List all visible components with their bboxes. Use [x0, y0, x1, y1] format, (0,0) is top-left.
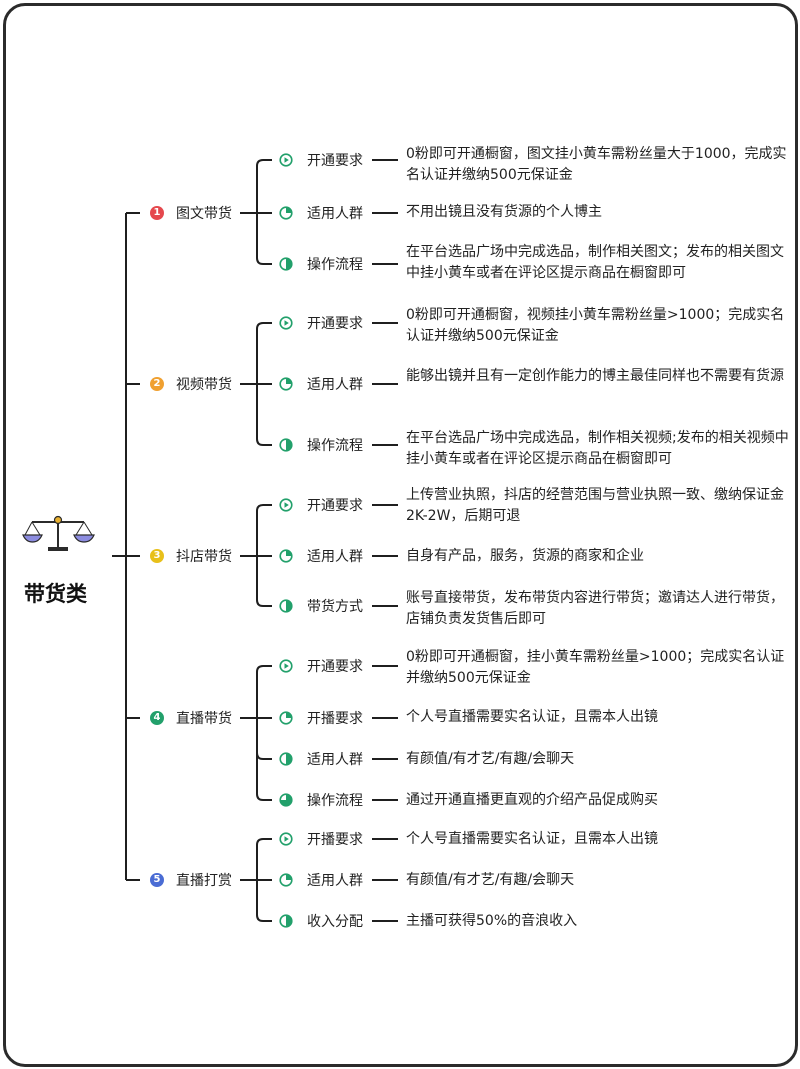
leaf-label: 开通要求 — [307, 659, 363, 675]
leaf-label: 带货方式 — [307, 599, 363, 615]
branch-node: 1 图文带货 — [150, 201, 232, 225]
leaf-label: 操作流程 — [307, 438, 363, 454]
leaf-label: 适用人群 — [307, 206, 363, 222]
branch-label: 直播带货 — [176, 711, 232, 727]
number-badge: 2 — [150, 377, 164, 391]
leaf-node: 收入分配 — [279, 909, 363, 933]
half-pie-icon — [279, 599, 293, 613]
leaf-node: 适用人群 — [279, 868, 363, 892]
leaf-node: 开播要求 — [279, 706, 363, 730]
play-circle-icon — [279, 832, 293, 846]
leaf-description: 通过开通直播更直观的介绍产品促成购买 — [406, 792, 658, 808]
leaf-node: 开通要求 — [279, 311, 363, 335]
leaf-label: 适用人群 — [307, 752, 363, 768]
leaf-description: 自身有产品，服务，货源的商家和企业 — [406, 548, 644, 564]
leaf-node: 适用人群 — [279, 747, 363, 771]
half-pie-icon — [279, 257, 293, 271]
play-circle-icon — [279, 659, 293, 673]
leaf-label: 开播要求 — [307, 711, 363, 727]
half-pie-icon — [279, 752, 293, 766]
leaf-node: 带货方式 — [279, 594, 363, 618]
leaf-label: 适用人群 — [307, 873, 363, 889]
leaf-description: 不用出镜且没有货源的个人博主 — [406, 204, 602, 220]
half-pie-icon — [279, 914, 293, 928]
leaf-label: 适用人群 — [307, 549, 363, 565]
branch-label: 视频带货 — [176, 377, 232, 393]
leaf-description: 能够出镜并且有一定创作能力的博主最佳同样也不需要有货源 — [406, 368, 784, 384]
quarter-pie-icon — [279, 377, 293, 391]
branch-label: 抖店带货 — [176, 549, 232, 565]
leaf-description: 个人号直播需要实名认证，且需本人出镜 — [406, 709, 658, 725]
play-circle-icon — [279, 498, 293, 512]
root-title: 带货类 — [24, 582, 87, 606]
leaf-node: 开通要求 — [279, 148, 363, 172]
leaf-node: 操作流程 — [279, 252, 363, 276]
branch-node: 2 视频带货 — [150, 372, 232, 396]
leaf-description: 0粉即可开通橱窗，图文挂小黄车需粉丝量大于1000，完成实名认证并缴纳500元保… — [406, 146, 787, 183]
number-badge: 4 — [150, 711, 164, 725]
branch-node: 3 抖店带货 — [150, 544, 232, 568]
play-circle-icon — [279, 316, 293, 330]
leaf-node: 操作流程 — [279, 788, 363, 812]
leaf-node: 操作流程 — [279, 433, 363, 457]
branch-label: 直播打赏 — [176, 873, 232, 889]
leaf-node: 适用人群 — [279, 372, 363, 396]
leaf-node: 适用人群 — [279, 201, 363, 225]
number-badge: 5 — [150, 873, 164, 887]
number-badge: 3 — [150, 549, 164, 563]
leaf-description: 在平台选品广场中完成选品，制作相关视频;发布的相关视频中挂小黄车或者在评论区提示… — [406, 430, 789, 467]
leaf-description: 主播可获得50%的音浪收入 — [406, 913, 578, 929]
leaf-label: 开通要求 — [307, 153, 363, 169]
leaf-description: 0粉即可开通橱窗，挂小黄车需粉丝量>1000；完成实名认证并缴纳500元保证金 — [406, 649, 785, 686]
leaf-description: 个人号直播需要实名认证，且需本人出镜 — [406, 831, 658, 847]
number-badge: 1 — [150, 206, 164, 220]
branch-node: 4 直播带货 — [150, 706, 232, 730]
mindmap-frame — [3, 3, 798, 1067]
leaf-description: 上传营业执照，抖店的经营范围与营业执照一致、缴纳保证金2K-2W，后期可退 — [406, 487, 784, 524]
leaf-node: 开播要求 — [279, 827, 363, 851]
quarter-pie-icon — [279, 549, 293, 563]
leaf-label: 适用人群 — [307, 377, 363, 393]
leaf-node: 开通要求 — [279, 493, 363, 517]
leaf-label: 收入分配 — [307, 914, 363, 930]
balance-scale-icon — [22, 515, 95, 551]
leaf-label: 操作流程 — [307, 257, 363, 273]
quarter-pie-icon — [279, 711, 293, 725]
leaf-label: 开通要求 — [307, 316, 363, 332]
branch-label: 图文带货 — [176, 206, 232, 222]
quarter-pie-icon — [279, 206, 293, 220]
branch-node: 5 直播打赏 — [150, 868, 232, 892]
leaf-label: 开播要求 — [307, 832, 363, 848]
quarter-pie-icon — [279, 873, 293, 887]
leaf-description: 在平台选品广场中完成选品，制作相关图文；发布的相关图文中挂小黄车或者在评论区提示… — [406, 244, 784, 281]
leaf-node: 适用人群 — [279, 544, 363, 568]
leaf-description: 账号直接带货，发布带货内容进行带货；邀请达人进行带货，店铺负责发货售后即可 — [406, 590, 784, 627]
leaf-description: 有颜值/有才艺/有趣/会聊天 — [406, 751, 575, 767]
leaf-description: 0粉即可开通橱窗，视频挂小黄车需粉丝量>1000；完成实名认证并缴纳500元保证… — [406, 307, 785, 344]
leaf-label: 操作流程 — [307, 793, 363, 809]
leaf-label: 开通要求 — [307, 498, 363, 514]
leaf-node: 开通要求 — [279, 654, 363, 678]
leaf-description: 有颜值/有才艺/有趣/会聊天 — [406, 872, 575, 888]
half-pie-icon — [279, 438, 293, 452]
play-circle-icon — [279, 153, 293, 167]
three-quarter-pie-icon — [279, 793, 293, 807]
